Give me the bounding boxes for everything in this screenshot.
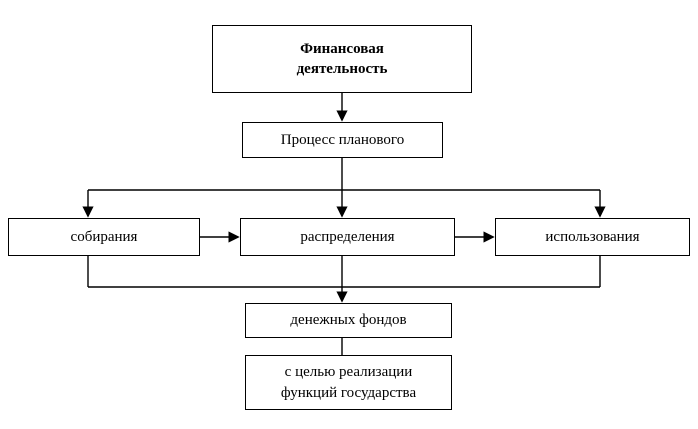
node-usage: использования: [495, 218, 690, 256]
node-monetary-funds: денежных фондов: [245, 303, 452, 338]
node-state-functions-purpose: с целью реализации функций государства: [245, 355, 452, 410]
node-distribution: распределения: [240, 218, 455, 256]
node-planned-process: Процесс планового: [242, 122, 443, 158]
node-collection: собирания: [8, 218, 200, 256]
node-financial-activity: Финансовая деятельность: [212, 25, 472, 93]
